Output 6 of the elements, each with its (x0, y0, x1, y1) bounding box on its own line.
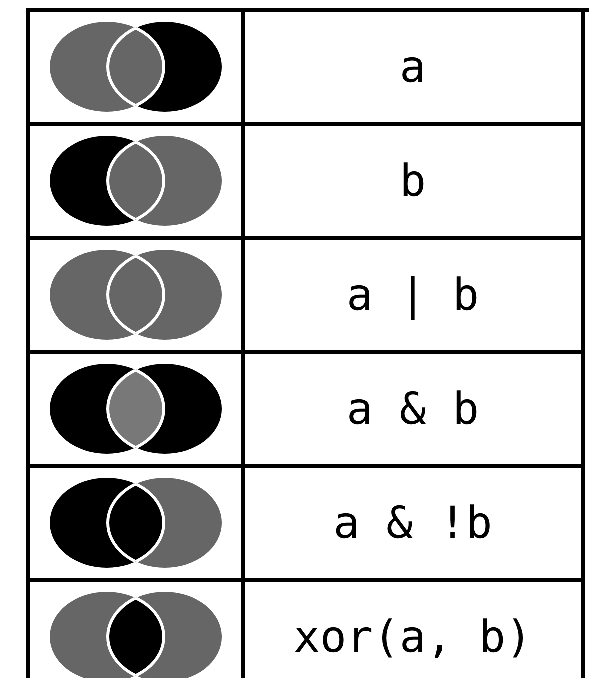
expression-text: a & b (346, 384, 480, 434)
expression-text: xor(a, b) (294, 612, 532, 662)
expression-text: a (400, 42, 426, 92)
expression-text: b (400, 156, 426, 206)
expression-text: a & !b (334, 498, 492, 548)
expression-text: a | b (346, 270, 480, 320)
